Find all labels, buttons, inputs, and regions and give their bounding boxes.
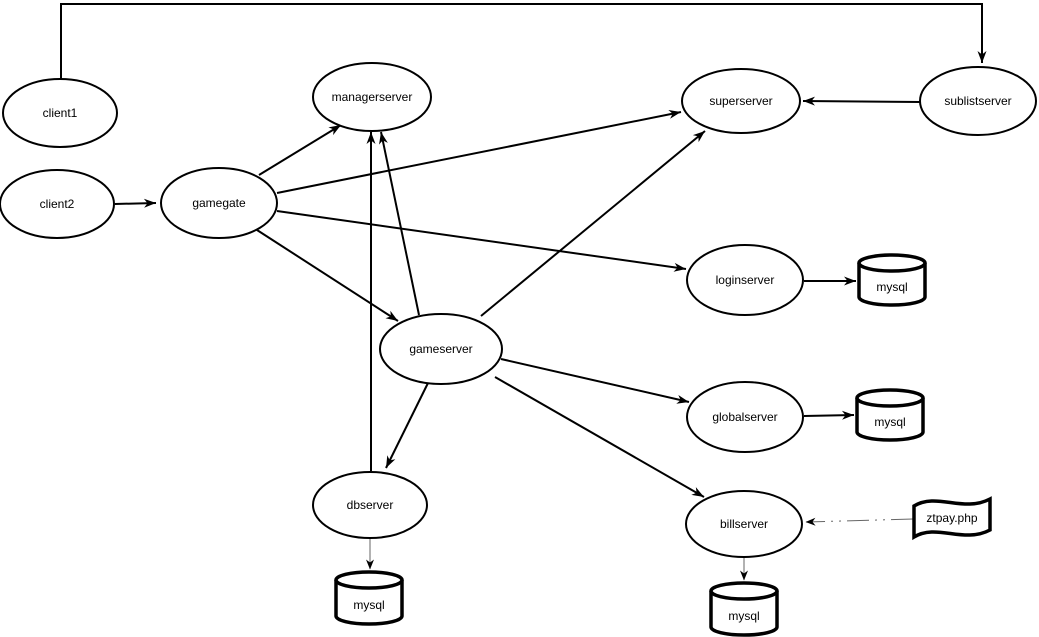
node-label-mysql-global: mysql (874, 415, 905, 429)
edge-globalserver-mysql-global (803, 410, 855, 420)
node-label-client1: client1 (43, 106, 78, 120)
node-label-gamegate: gamegate (192, 196, 246, 210)
node-sublistserver: sublistserver (919, 66, 1037, 136)
node-mysql-bill: mysql (709, 581, 779, 637)
node-label-mysql-bill: mysql (728, 609, 759, 623)
edge-gameserver-superserver (480, 130, 706, 317)
node-client2: client2 (0, 169, 115, 239)
node-globalserver: globalserver (686, 381, 804, 453)
node-superserver: superserver (681, 68, 801, 134)
node-gameserver: gameserver (379, 313, 503, 385)
edge-gameserver-billserver (494, 376, 705, 498)
node-label-client2: client2 (40, 197, 75, 211)
node-label-superserver: superserver (709, 94, 772, 108)
node-client1: client1 (2, 78, 118, 148)
edge-gamegate-superserver (276, 109, 682, 194)
node-label-ztpay: ztpay.php (926, 511, 977, 525)
node-label-loginserver: loginserver (716, 273, 775, 287)
node-managerserver: managerserver (312, 62, 432, 132)
node-label-mysql-db: mysql (353, 598, 384, 612)
edge-gameserver-dbserver (385, 382, 429, 469)
edge-sublistserver-superserver (802, 96, 922, 106)
node-gamegate: gamegate (160, 167, 278, 239)
node-loginserver: loginserver (686, 244, 804, 316)
edge-client2-gamegate (114, 198, 157, 208)
edge-gamegate-managerserver (258, 124, 342, 176)
node-label-billserver: billserver (720, 517, 768, 531)
node-mysql-login: mysql (857, 253, 927, 307)
edge-gamegate-gameserver (256, 229, 399, 322)
edge-gameserver-managerserver (379, 131, 420, 316)
node-label-managerserver: managerserver (332, 90, 413, 104)
node-label-gameserver: gameserver (409, 342, 472, 356)
edge-gameserver-globalserver (500, 358, 690, 404)
node-billserver: billserver (685, 490, 803, 558)
node-ztpay: ztpay.php (912, 496, 992, 541)
node-label-globalserver: globalserver (712, 410, 777, 424)
node-label-dbserver: dbserver (347, 498, 394, 512)
node-label-sublistserver: sublistserver (944, 94, 1011, 108)
edge-gamegate-loginserver (276, 210, 687, 272)
node-mysql-db: mysql (334, 570, 404, 626)
edge-client1-sublistserver (60, 3, 987, 80)
node-mysql-global: mysql (855, 388, 925, 442)
edge-ztpay-billserver (805, 517, 914, 526)
node-dbserver: dbserver (312, 471, 428, 539)
node-label-mysql-login: mysql (876, 280, 907, 294)
